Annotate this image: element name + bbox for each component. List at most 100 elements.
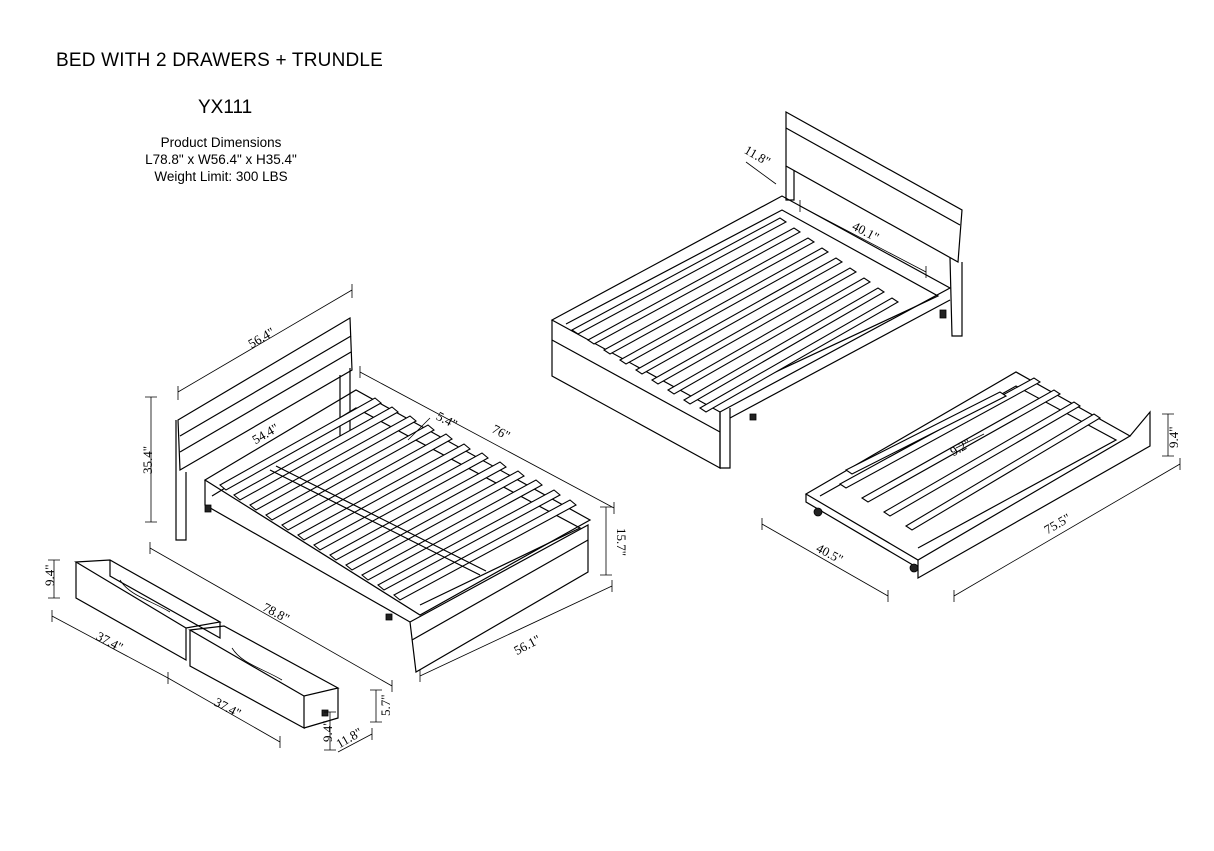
- rear-footboard: [719, 408, 731, 469]
- dim-line-drawer-length-2: [167, 677, 281, 748]
- dim-drawer-height: 9.4": [42, 564, 57, 586]
- dim-line-drawer-leg: [370, 689, 382, 723]
- rear-slat: [666, 277, 872, 395]
- dim-bed-width: 56.4": [245, 324, 277, 351]
- bed-rear-view: [550, 110, 963, 470]
- headboard-groove-1: [179, 335, 352, 437]
- dim-drawer-length-2: 37.4": [212, 694, 244, 720]
- rear-headboard-post-left: [785, 166, 795, 201]
- dim-line-rail-height: [600, 506, 612, 576]
- rear-headboard-panel: [785, 110, 963, 263]
- specs-weight: Weight Limit: 300 LBS: [154, 169, 288, 184]
- dim-line-center-rail: [799, 200, 927, 278]
- drawer-1-back: [109, 560, 221, 640]
- dim-drawer-length-1: 37.4": [94, 628, 126, 654]
- dim-drawer-height-2: 9.4": [320, 720, 335, 742]
- trundle-headboard: [917, 410, 1151, 580]
- dim-inner-length: 76": [490, 421, 513, 443]
- slat: [249, 415, 417, 511]
- rear-slat: [698, 297, 900, 413]
- bed-dimension-lines: [145, 284, 615, 692]
- slat: [265, 424, 435, 521]
- slat: [329, 461, 507, 561]
- dim-rail-height: 15.7": [614, 528, 629, 556]
- product-specs: Product Dimensions L78.8" x W56.4" x H35…: [131, 134, 311, 185]
- drawer-2-front: [189, 630, 305, 730]
- dim-line-bed-height: [145, 396, 157, 523]
- dim-line-drawer-height: [48, 559, 60, 599]
- trundle-side: [805, 494, 919, 569]
- slat: [377, 489, 561, 591]
- dim-trundle-height: 9.4": [1166, 426, 1181, 448]
- rear-slat: [602, 237, 816, 355]
- drawer-1-top: [74, 559, 222, 629]
- headboard-post-right: [339, 368, 351, 442]
- dim-line-trundle-slat-gap: [955, 433, 985, 449]
- slat: [361, 479, 543, 581]
- center-rail-edge: [275, 465, 487, 572]
- rear-bed-leg: [749, 413, 757, 421]
- drawer-2-handle-cutout: [231, 647, 283, 681]
- dim-line-inner-length: [359, 366, 615, 514]
- rear-frame-inner: [565, 209, 940, 399]
- rear-slat: [634, 257, 844, 375]
- bed-front-view: [175, 316, 592, 673]
- slat: [345, 470, 525, 571]
- headboard-panel: [177, 316, 353, 472]
- rear-slat: [650, 267, 858, 385]
- specs-dimensions: L78.8" x W56.4" x H35.4": [145, 152, 297, 167]
- bed-frame-top: [203, 389, 592, 616]
- trundle-slat: [844, 391, 1008, 475]
- dim-line-drawer-depth: [337, 728, 373, 753]
- dim-bed-length: 78.8": [260, 599, 292, 625]
- dim-headboard-inner: 54.4": [249, 420, 281, 447]
- slat: [219, 397, 382, 491]
- drawer-1-front: [75, 562, 187, 662]
- rear-rail-edge: [729, 299, 951, 419]
- trundle-wheel: [909, 563, 919, 573]
- trundle-slat: [860, 389, 1062, 503]
- dim-headboard-thickness: 11.8": [742, 142, 773, 169]
- dim-drawer-leg: 5.7": [378, 694, 393, 716]
- dim-line-bed-length: [149, 542, 393, 692]
- rear-slat: [618, 247, 830, 365]
- drawer-1-handle-cutout: [119, 579, 171, 613]
- rear-slat: [682, 287, 886, 405]
- drawer-caster: [321, 709, 329, 717]
- slat: [233, 406, 399, 501]
- footboard-panel: [409, 523, 589, 673]
- rear-frame-top: [550, 195, 952, 413]
- slat: [281, 433, 453, 531]
- slat: [297, 443, 471, 541]
- model-number: YX111: [198, 97, 253, 118]
- dim-line-trundle-width: [761, 518, 889, 602]
- slat: [393, 499, 577, 601]
- headboard-groove-2: [179, 351, 352, 453]
- dim-footboard-width: 56.1": [511, 632, 543, 658]
- dim-line-trundle-height: [1162, 413, 1174, 457]
- trundle-slat: [882, 401, 1082, 517]
- specs-heading: Product Dimensions: [160, 135, 282, 150]
- center-rail: [269, 469, 481, 576]
- rear-rail-groove: [551, 339, 721, 433]
- trundle-wheel: [813, 507, 823, 517]
- dim-line-trundle-length: [953, 458, 1181, 602]
- drawers: [48, 559, 382, 753]
- dim-trundle-length: 75.5": [1041, 510, 1073, 537]
- dim-drawer-depth: 11.8": [333, 724, 364, 751]
- trundle: [761, 371, 1181, 602]
- dim-rail-gap: 5.4": [434, 408, 460, 431]
- bed-leg: [204, 504, 212, 513]
- bed-leg: [385, 613, 393, 621]
- dim-bed-height: 35.4": [140, 446, 155, 474]
- dim-line-footboard: [419, 580, 613, 682]
- dim-line-bed-width: [177, 284, 353, 400]
- rear-bed-leg: [939, 309, 947, 319]
- drawer-2-side: [303, 688, 339, 729]
- drawer-2-top: [188, 625, 340, 697]
- slat: [313, 452, 489, 551]
- footboard-groove: [411, 539, 589, 641]
- dim-line-drawer-height-2: [324, 711, 336, 751]
- diagram-title: BED WITH 2 DRAWERS + TRUNDLE: [56, 50, 384, 71]
